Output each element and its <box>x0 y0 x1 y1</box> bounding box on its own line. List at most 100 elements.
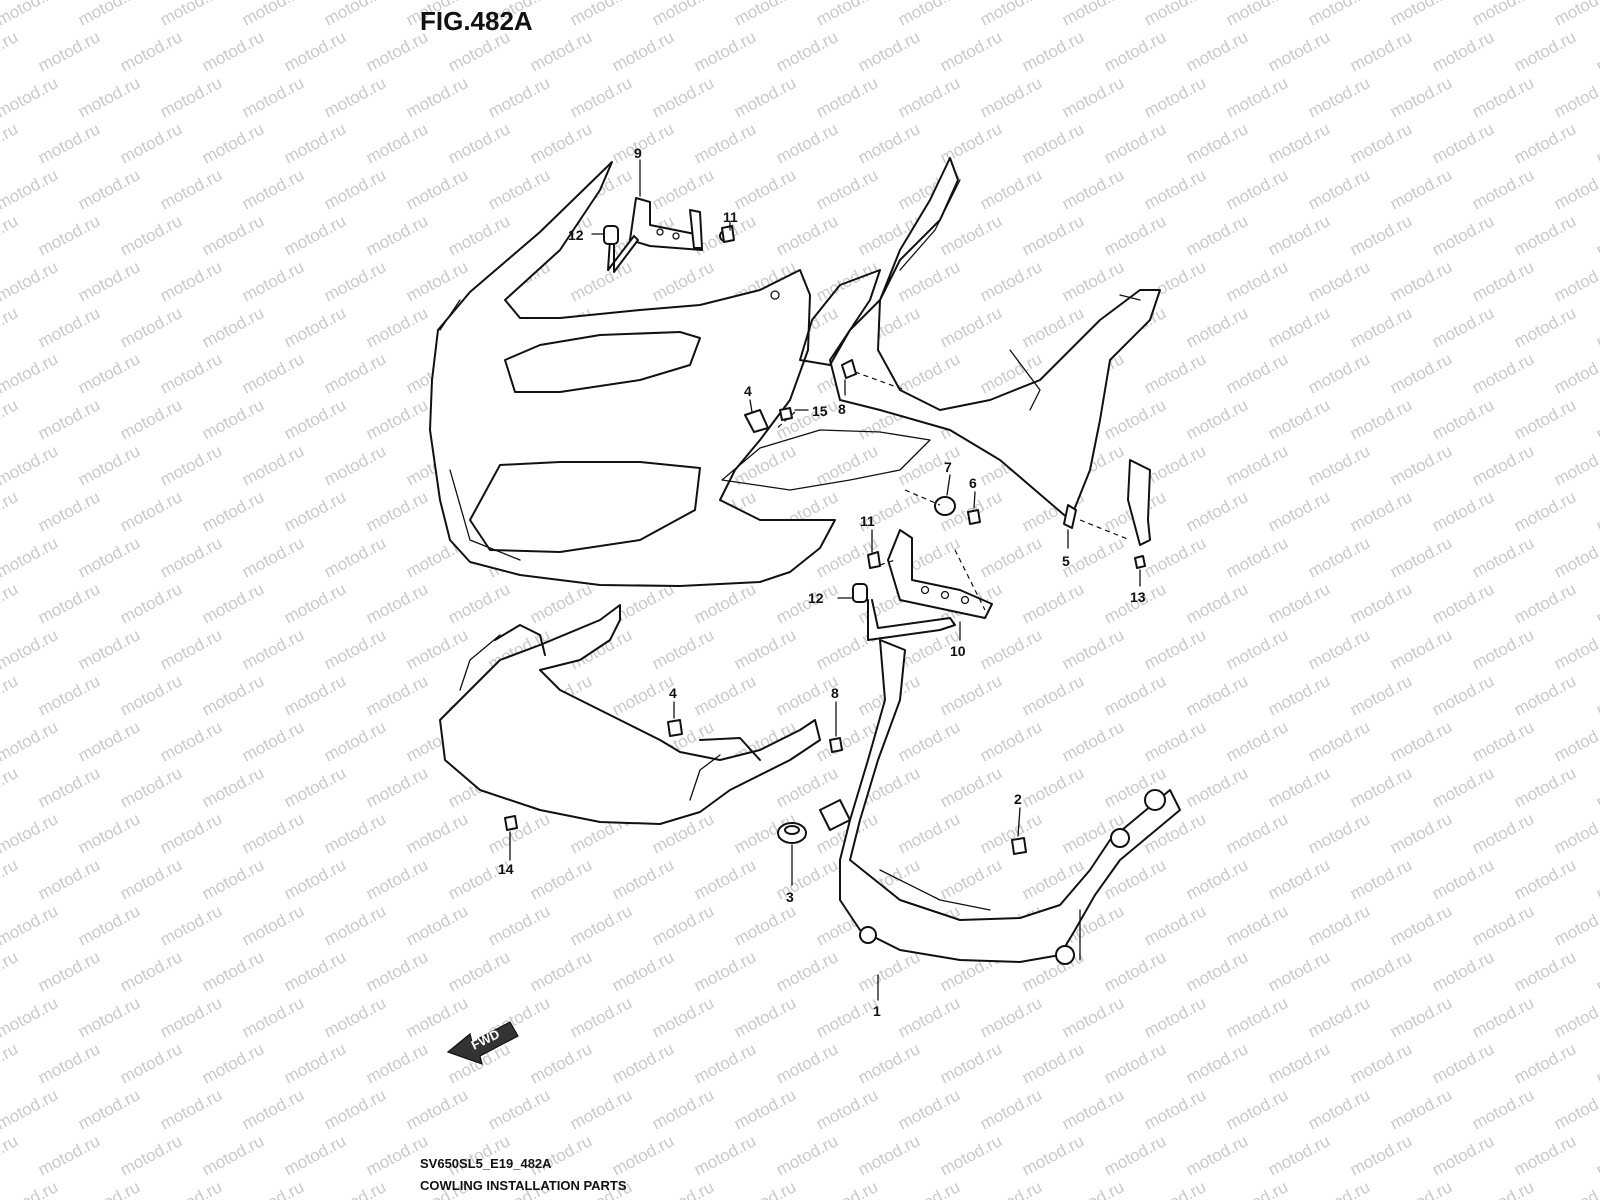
watermark-text: motod.ru <box>35 1039 103 1087</box>
watermark-text: motod.ru <box>1183 211 1251 259</box>
watermark-text: motod.ru <box>1347 1039 1415 1087</box>
watermark-text: motod.ru <box>1305 441 1373 489</box>
watermark-text: motod.ru <box>281 579 349 627</box>
watermark-text: motod.ru <box>1183 395 1251 443</box>
watermark-text: motod.ru <box>1511 303 1579 351</box>
watermark-text: motod.ru <box>1429 947 1497 995</box>
watermark-text: motod.ru <box>321 73 389 121</box>
watermark-text: motod.ru <box>1305 257 1373 305</box>
watermark-text: motod.ru <box>1183 671 1251 719</box>
watermark-text: motod.ru <box>1059 1177 1127 1200</box>
watermark-text: motod.ru <box>773 855 841 903</box>
watermark-text: motod.ru <box>75 993 143 1041</box>
watermark-text: motod.ru <box>567 993 635 1041</box>
watermark-text: motod.ru <box>731 165 799 213</box>
watermark-text: motod.ru <box>1059 625 1127 673</box>
watermark-text: motod.ru <box>75 533 143 581</box>
watermark-text: motod.ru <box>691 579 759 627</box>
watermark-text: motod.ru <box>1101 27 1169 75</box>
watermark-text: motod.ru <box>731 901 799 949</box>
watermark-text: motod.ru <box>1387 625 1455 673</box>
watermark-text: motod.ru <box>1387 809 1455 857</box>
watermark-text: motod.ru <box>0 671 21 719</box>
watermark-text: motod.ru <box>773 1039 841 1087</box>
callout-12-lower: 12 <box>808 590 824 606</box>
watermark-text: motod.ru <box>157 0 225 30</box>
watermark-text: motod.ru <box>527 1039 595 1087</box>
watermark-text: motod.ru <box>1101 119 1169 167</box>
watermark-text: motod.ru <box>977 625 1045 673</box>
watermark-text: motod.ru <box>75 809 143 857</box>
watermark-text: motod.ru <box>937 303 1005 351</box>
watermark-text: motod.ru <box>75 717 143 765</box>
watermark-text: motod.ru <box>75 349 143 397</box>
watermark-text: motod.ru <box>239 901 307 949</box>
watermark-text: motod.ru <box>1387 1085 1455 1133</box>
watermark-text: motod.ru <box>895 1085 963 1133</box>
watermark-text: motod.ru <box>1347 395 1415 443</box>
watermark-text: motod.ru <box>1223 717 1291 765</box>
watermark-text: motod.ru <box>977 1085 1045 1133</box>
watermark-text: motod.ru <box>403 901 471 949</box>
watermark-text: motod.ru <box>281 1039 349 1087</box>
watermark-text: motod.ru <box>1101 1039 1169 1087</box>
callout-11-upper: 11 <box>723 209 738 225</box>
watermark-text: motod.ru <box>363 119 431 167</box>
watermark-text: motod.ru <box>1511 671 1579 719</box>
screw-13 <box>1134 555 1146 569</box>
watermark-text: motod.ru <box>363 487 431 535</box>
watermark-text: motod.ru <box>445 119 513 167</box>
diagram-caption: COWLING INSTALLATION PARTS <box>420 1178 627 1193</box>
watermark-text: motod.ru <box>1183 119 1251 167</box>
callout-10: 10 <box>950 643 966 659</box>
watermark-text: motod.ru <box>75 165 143 213</box>
watermark-text: motod.ru <box>1305 0 1373 30</box>
watermark-text: motod.ru <box>1059 73 1127 121</box>
watermark-text: motod.ru <box>649 0 717 30</box>
watermark-text: motod.ru <box>281 947 349 995</box>
watermark-text: motod.ru <box>1593 671 1600 719</box>
watermark-text: motod.ru <box>1429 855 1497 903</box>
watermark-text: motod.ru <box>1059 717 1127 765</box>
clip-4-lower <box>667 719 683 737</box>
watermark-text: motod.ru <box>363 1039 431 1087</box>
watermark-text: motod.ru <box>239 533 307 581</box>
watermark-text: motod.ru <box>1223 441 1291 489</box>
watermark-text: motod.ru <box>1551 1177 1600 1200</box>
watermark-text: motod.ru <box>855 1131 923 1179</box>
watermark-text: motod.ru <box>567 257 635 305</box>
nut-5 <box>1063 504 1077 529</box>
watermark-text: motod.ru <box>1101 671 1169 719</box>
watermark-text: motod.ru <box>281 763 349 811</box>
watermark-text: motod.ru <box>485 165 553 213</box>
watermark-text: motod.ru <box>281 855 349 903</box>
watermark-text: motod.ru <box>691 947 759 995</box>
watermark-text: motod.ru <box>1141 993 1209 1041</box>
watermark-text: motod.ru <box>1511 1039 1579 1087</box>
watermark-text: motod.ru <box>1593 855 1600 903</box>
watermark-text: motod.ru <box>117 487 185 535</box>
watermark-text: motod.ru <box>403 73 471 121</box>
watermark-text: motod.ru <box>157 441 225 489</box>
watermark-text: motod.ru <box>1593 119 1600 167</box>
watermark-text: motod.ru <box>1183 579 1251 627</box>
watermark-text: motod.ru <box>321 257 389 305</box>
watermark-text: motod.ru <box>1387 533 1455 581</box>
watermark-text: motod.ru <box>609 119 677 167</box>
watermark-text: motod.ru <box>0 441 61 489</box>
watermark-text: motod.ru <box>117 1039 185 1087</box>
watermark-text: motod.ru <box>157 165 225 213</box>
watermark-text: motod.ru <box>363 947 431 995</box>
watermark-text: motod.ru <box>1101 395 1169 443</box>
watermark-text: motod.ru <box>1183 27 1251 75</box>
watermark-text: motod.ru <box>609 671 677 719</box>
watermark-text: motod.ru <box>1593 27 1600 75</box>
watermark-text: motod.ru <box>1551 625 1600 673</box>
watermark-text: motod.ru <box>1183 947 1251 995</box>
watermark-text: motod.ru <box>609 855 677 903</box>
watermark-text: motod.ru <box>813 441 881 489</box>
watermark-text: motod.ru <box>157 349 225 397</box>
watermark-text: motod.ru <box>321 1177 389 1200</box>
watermark-text: motod.ru <box>1387 257 1455 305</box>
watermark-text: motod.ru <box>649 257 717 305</box>
